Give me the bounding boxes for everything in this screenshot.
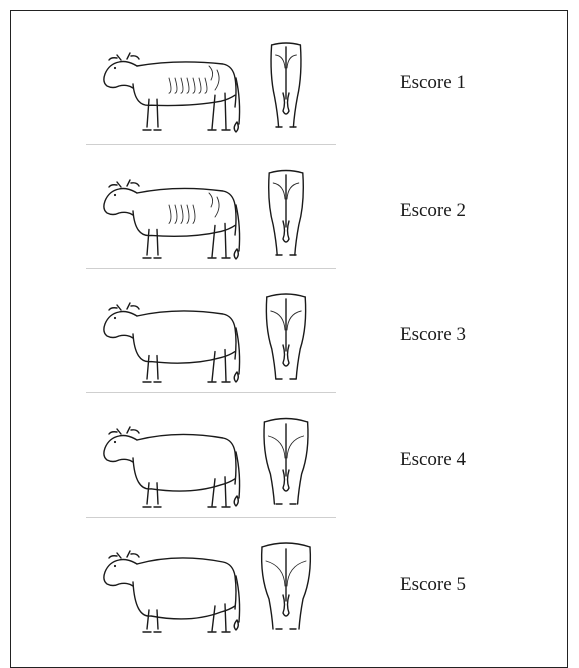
cow-side-illustration (97, 535, 252, 635)
cow-side-illustration (97, 285, 252, 385)
cow-rear-view-1 (259, 33, 314, 133)
score-row-3: Escore 3 (87, 273, 547, 397)
row-divider (86, 517, 336, 518)
score-row-4: Escore 4 (87, 398, 547, 522)
cow-side-view-5 (97, 535, 252, 635)
cow-rear-illustration (259, 285, 314, 385)
score-label: Escore 3 (400, 324, 466, 346)
score-row-5: Escore 5 (87, 523, 547, 647)
score-label: Escore 1 (400, 72, 466, 94)
cow-rear-view-3 (259, 285, 314, 385)
cow-rear-view-2 (259, 161, 314, 261)
score-row-2: Escore 2 (87, 149, 547, 273)
cow-side-illustration (97, 33, 252, 133)
cow-side-view-4 (97, 410, 252, 510)
score-label: Escore 5 (400, 574, 466, 596)
cow-rear-illustration (259, 161, 314, 261)
score-row-1: Escore 1 (87, 21, 547, 145)
row-divider (86, 144, 336, 145)
cow-rear-illustration (259, 410, 314, 510)
score-label: Escore 2 (400, 200, 466, 222)
cow-side-view-2 (97, 161, 252, 261)
figure-frame: Escore 1 Escore 2 (10, 10, 568, 668)
cow-side-view-3 (97, 285, 252, 385)
cow-side-illustration (97, 410, 252, 510)
cow-side-illustration (97, 161, 252, 261)
row-divider (86, 268, 336, 269)
cow-rear-illustration (259, 535, 314, 635)
cow-rear-view-5 (259, 535, 314, 635)
cow-rear-illustration (259, 33, 314, 133)
row-divider (86, 392, 336, 393)
score-label: Escore 4 (400, 449, 466, 471)
cow-side-view-1 (97, 33, 252, 133)
cow-rear-view-4 (259, 410, 314, 510)
